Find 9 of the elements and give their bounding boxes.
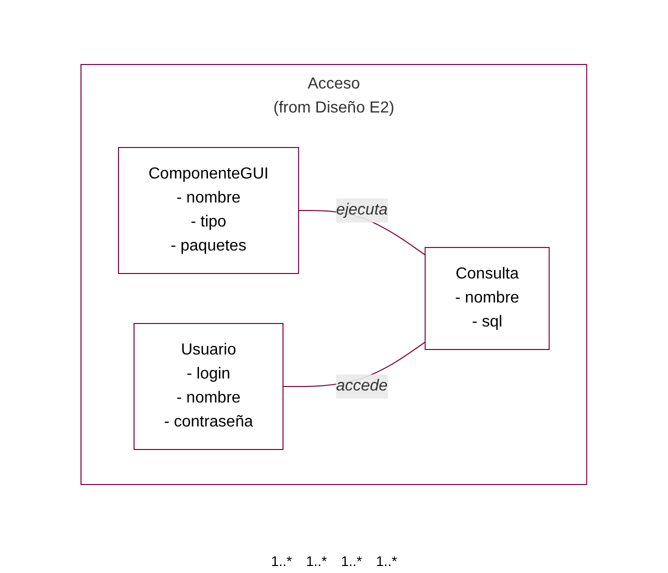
edge-label: ejecuta (336, 202, 388, 218)
multiplicity-label: 1..* (270, 553, 292, 569)
node-box: Consulta - nombre - sql (424, 247, 550, 350)
edge-label: accede (336, 378, 388, 394)
node-box: Usuario - login - nombre - contraseña (134, 323, 284, 450)
multiplicity-label: 1..* (306, 553, 327, 569)
node-box: ComponenteGUI - nombre - tipo - paquetes (118, 147, 300, 274)
multiplicity-label: 1..* (341, 553, 362, 569)
multiplicity-label: 1..* (376, 553, 398, 569)
